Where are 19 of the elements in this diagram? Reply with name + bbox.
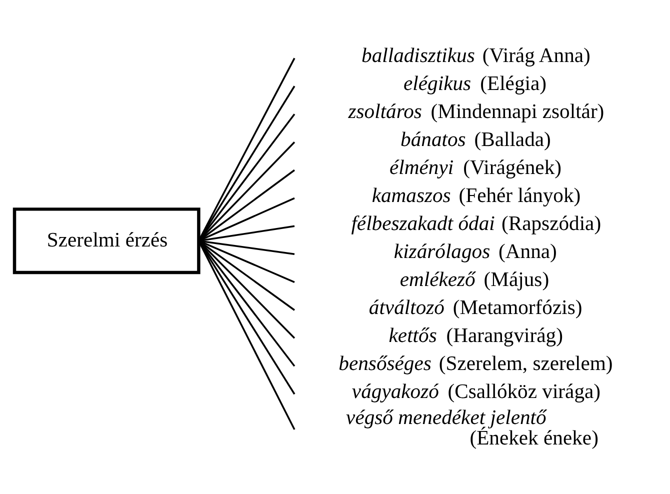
node-text: bensőséges (Szerelem, szerelem) xyxy=(338,352,613,375)
connector xyxy=(198,224,295,242)
node-text: átváltozó (Metamorfózis) xyxy=(368,296,582,319)
node-text: végső menedéket jelentő (Énekek éneke) xyxy=(346,406,598,450)
node-box: Szerelmi érzés xyxy=(12,207,200,274)
node-text: vágyakozó (Csallóköz virága) xyxy=(352,380,601,403)
node-text: zsoltáros (Mindennapi zsoltár) xyxy=(348,100,604,123)
node-text: félbeszakadt ódai (Rapszódia) xyxy=(351,212,602,235)
node-text: kizárólagos (Anna) xyxy=(394,240,557,263)
node-text: balladisztikus (Virág Anna) xyxy=(362,44,590,67)
node-text: emlékező (Május) xyxy=(400,268,550,291)
connector xyxy=(198,57,296,241)
node-text: kettős (Harangvirág) xyxy=(388,324,563,347)
node-text: kamaszos (Fehér lányok) xyxy=(372,184,581,207)
node-text: bánatos (Ballada) xyxy=(400,128,551,151)
connector xyxy=(198,240,295,254)
node-text: elégikus (Elégia) xyxy=(404,72,546,95)
node-text: élményi (Virágének) xyxy=(390,156,562,179)
connector xyxy=(198,240,296,430)
